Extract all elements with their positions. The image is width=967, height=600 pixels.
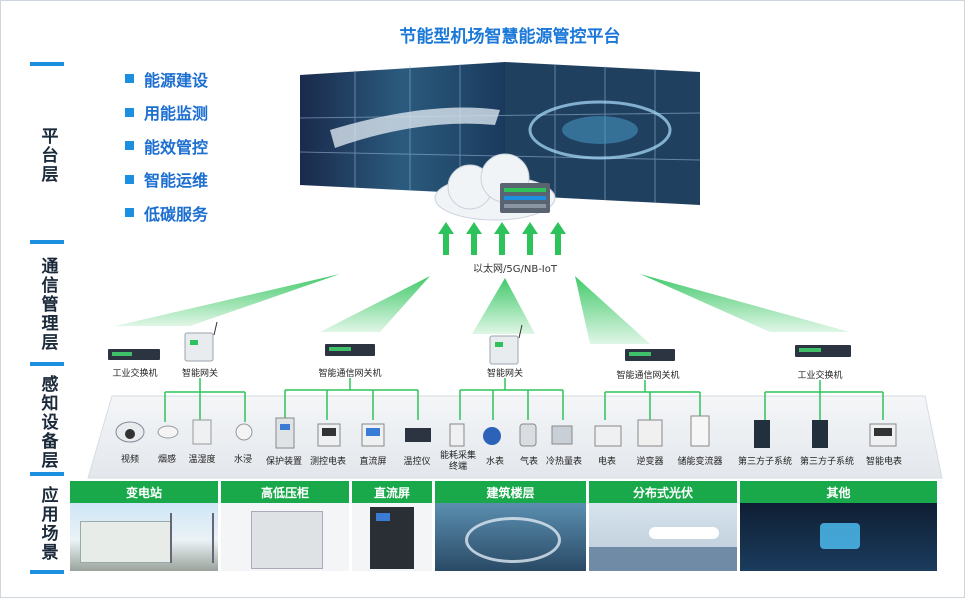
layer-divider: [30, 570, 64, 574]
platform-feature: 能源建设: [125, 62, 208, 96]
device-label: 烟感: [157, 455, 176, 465]
sensor-devices: [115, 415, 897, 449]
device-label: 气表: [519, 457, 538, 467]
scene-header: 高低压柜: [221, 481, 349, 503]
platform-feature: 低碳服务: [125, 196, 208, 230]
substation-image: [70, 503, 218, 571]
gateway-label: 智能通信网关机: [616, 371, 680, 381]
building-image: [435, 503, 586, 571]
pv-image: [589, 503, 737, 571]
layer-label-application: 应用场景: [41, 486, 59, 563]
platform-feature: 能效管控: [125, 129, 208, 163]
platform-feature: 用能监测: [125, 96, 208, 130]
device-label: 直流屏: [359, 457, 387, 467]
layer-label-platform: 平台层: [41, 127, 59, 185]
scene-header: 分布式光伏: [589, 481, 737, 503]
device-label: 水表: [485, 457, 504, 467]
device-label: 视频: [120, 455, 139, 465]
dc-panel-image: [352, 503, 432, 571]
device-label: 电表: [597, 457, 616, 467]
device-label: 测控电表: [309, 457, 346, 467]
video-wall: [299, 62, 701, 205]
gateway-label: 工业交换机: [112, 369, 158, 379]
gateway-label: 智能通信网关机: [318, 369, 382, 379]
layer-label-comm: 通信管理层: [41, 257, 59, 353]
layer-divider: [30, 472, 64, 476]
connector-lines: [164, 378, 884, 422]
sensing-platform: [87, 395, 943, 479]
device-label: 第三方子系统: [799, 457, 854, 467]
gateway-label: 智能网关: [181, 369, 218, 379]
device-label: 冷热量表: [545, 457, 582, 467]
scene-header: 直流屏: [352, 481, 432, 503]
page-title: 节能型机场智慧能源管控平台: [399, 27, 621, 47]
device-label: 温湿度: [188, 455, 216, 465]
device-label: 保护装置: [265, 457, 302, 467]
gateway-label: 智能网关: [486, 369, 523, 379]
gateway-label: 工业交换机: [797, 371, 843, 381]
upload-arrows-icon: [438, 222, 566, 255]
other-image: [740, 503, 937, 571]
switchgear-image: [221, 503, 349, 571]
layer-divider: [30, 362, 64, 366]
gateway-devices: [108, 321, 851, 365]
device-label: 温控仪: [403, 457, 431, 467]
device-label: 智能电表: [865, 457, 902, 467]
scene-header: 建筑楼层: [435, 481, 586, 503]
device-label: 能耗采集终端: [439, 451, 476, 472]
scene-header: 其他: [740, 481, 937, 503]
device-label: 储能变流器: [677, 457, 723, 467]
layer-divider: [30, 62, 64, 66]
network-label: 以太网/5G/NB-IoT: [473, 264, 557, 275]
cloud-icon: [434, 153, 556, 221]
layer-divider: [30, 240, 64, 244]
platform-feature-list: 能源建设 用能监测 能效管控 智能运维 低碳服务: [125, 62, 208, 230]
device-label: 逆变器: [636, 457, 664, 467]
layer-label-sensing: 感知设备层: [41, 375, 59, 471]
platform-feature: 智能运维: [125, 163, 208, 197]
device-label: 第三方子系统: [737, 457, 792, 467]
device-label: 水浸: [233, 455, 252, 465]
scene-header: 变电站: [70, 481, 218, 503]
network-beams: [115, 274, 850, 344]
